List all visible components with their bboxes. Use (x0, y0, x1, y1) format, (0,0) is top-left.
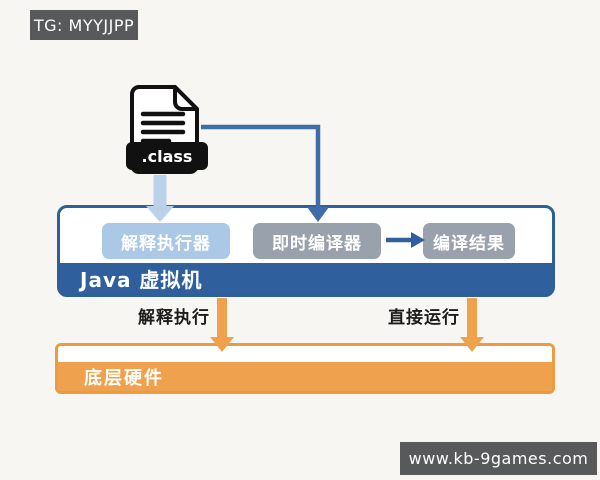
jvm-title-bar: Java 虚拟机 (60, 263, 552, 294)
hardware-top-strip (58, 346, 552, 362)
interpret-execute-label: 解释执行 (138, 308, 210, 328)
class-file-icon: .class (126, 85, 208, 174)
hardware-box: 底层硬件 (55, 343, 555, 394)
top-watermark-badge: TG: MYYJJPP (30, 10, 138, 40)
class-label-plate (126, 142, 208, 170)
interpreter-box: 解释执行器 (102, 223, 230, 259)
jvm-container: 解释执行器 即时编译器 编译结果 Java 虚拟机 (57, 205, 555, 297)
document-fold (173, 85, 199, 111)
jit-compiler-box: 即时编译器 (253, 223, 381, 259)
classfile-to-jit-connector (201, 124, 321, 208)
hardware-label: 底层硬件 (58, 362, 552, 391)
compile-result-box: 编译结果 (423, 223, 515, 259)
direct-run-label: 直接运行 (388, 308, 460, 328)
document-text-lines (140, 111, 186, 144)
class-label-text: .class (142, 147, 193, 166)
bottom-watermark-badge: www.kb-9games.com (400, 442, 597, 475)
